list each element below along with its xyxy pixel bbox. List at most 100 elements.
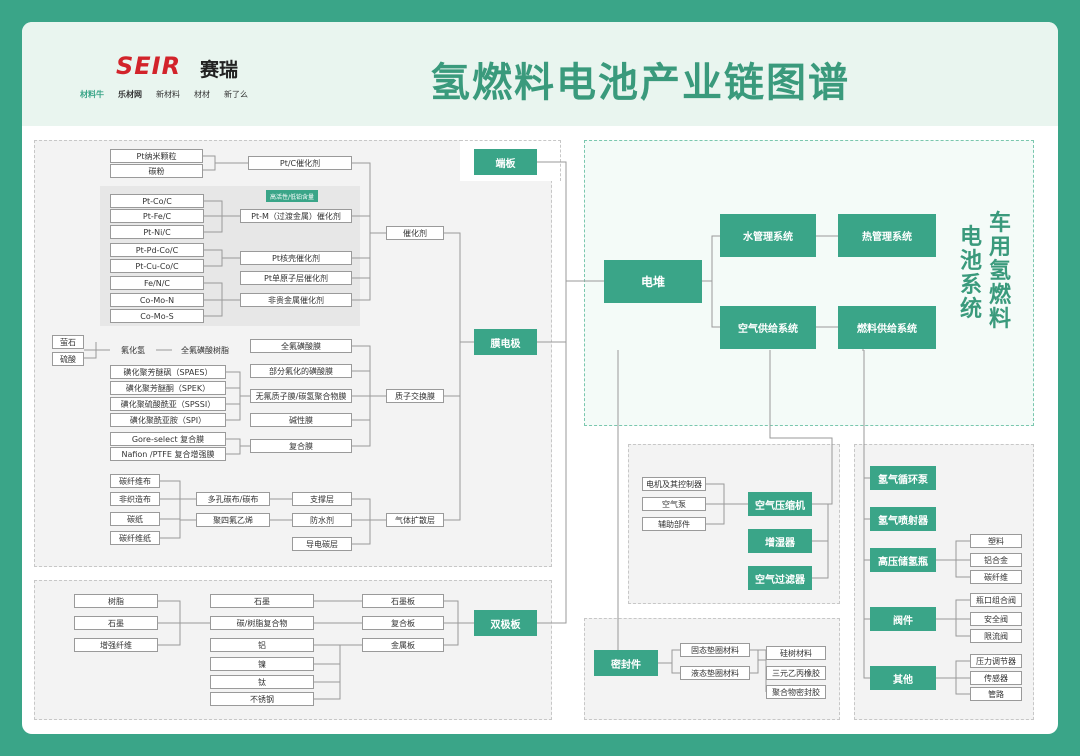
other-part: 传感器 <box>970 671 1022 685</box>
membrane-material: Nafion /PTFE 复合增强膜 <box>110 447 226 461</box>
catalyst-type: Pt核壳催化剂 <box>240 251 352 265</box>
valve-type: 瓶口组合阀 <box>970 593 1022 607</box>
membrane-material: 磺化聚芳醚砜（SPAES） <box>110 365 226 379</box>
tank-material: 碳纤维 <box>970 570 1022 584</box>
bipolar-mid: 钛 <box>210 675 314 689</box>
others: 其他 <box>870 666 936 690</box>
valve-type: 限流阀 <box>970 629 1022 643</box>
humidifier: 增湿器 <box>748 529 812 553</box>
bipolar-mid: 铝 <box>210 638 314 652</box>
page-title: 氢燃料电池产业链图谱 <box>430 60 850 106</box>
air-supply-part: 电机及其控制器 <box>642 477 706 491</box>
alloy-item: Pt-Co/C <box>110 194 204 208</box>
bipolar-mid: 镍 <box>210 657 314 671</box>
valve-type: 安全阀 <box>970 612 1022 626</box>
membrane-label: 质子交换膜 <box>386 389 444 403</box>
alloy-item: Pt-Cu-Co/C <box>110 259 204 273</box>
partner-logo: 材材 <box>194 90 210 99</box>
tank-material: 塑料 <box>970 534 1022 548</box>
alloy-item: Pt-Ni/C <box>110 225 204 239</box>
vehicle-system-title-col1: 电池系统 <box>959 225 982 322</box>
partner-logos: 材料牛 乐材网 新材料 材材 新了么 <box>78 88 250 101</box>
water-management-system: 水管理系统 <box>720 214 816 257</box>
bipolar-raw: 石墨 <box>74 616 158 630</box>
high-pressure-tank: 高压储氢瓶 <box>870 548 936 572</box>
gdl-raw: 非织造布 <box>110 492 160 506</box>
air-filter: 空气过滤器 <box>748 566 812 590</box>
brand-name: 赛瑞 <box>200 59 239 81</box>
bipolar-raw: 树脂 <box>74 594 158 608</box>
alloy-item: Fe/N/C <box>110 276 204 290</box>
membrane-material: 磺化聚硫酸酰亚（SPSSI） <box>110 397 226 411</box>
gdl-mid: 聚四氟乙烯 <box>196 513 270 527</box>
seal-type: 固态垫圈材料 <box>680 643 750 657</box>
membrane-type: 无氟质子膜/碳氢聚合物膜 <box>250 389 352 403</box>
pfsa-resin: 全氟磺酸树脂 <box>181 345 229 355</box>
catalyst-type: 非贵金属催化剂 <box>240 293 352 307</box>
bipolar-mid: 石墨 <box>210 594 314 608</box>
gdl-raw: 碳纤维布 <box>110 474 160 488</box>
gdl-raw: 碳纤维纸 <box>110 531 160 545</box>
alloy-item: Co-Mo-S <box>110 309 204 323</box>
tank-material: 铝合金 <box>970 553 1022 567</box>
membrane-material: 磺化聚酰亚胺（SPI） <box>110 413 226 427</box>
gdl-raw: 碳纸 <box>110 512 160 526</box>
raw-fluorite: 萤石 <box>52 335 84 349</box>
seal-material: 硅树材料 <box>766 646 826 660</box>
carbon-powder: 碳粉 <box>110 164 203 178</box>
gdl-layer: 导电碳层 <box>292 537 352 551</box>
gdl-label: 气体扩散层 <box>386 513 444 527</box>
raw-sulfuric-acid: 硫酸 <box>52 352 84 366</box>
catalyst-type: Pt单原子层催化剂 <box>240 271 352 285</box>
air-supply-part: 空气泵 <box>642 497 706 511</box>
membrane-material: 磺化聚芳醚酮（SPEK） <box>110 381 226 395</box>
gdl-mid: 多孔碳布/碳布 <box>196 492 270 506</box>
hydrogen-circulation-pump: 氢气循环泵 <box>870 466 936 490</box>
gdl-layer: 防水剂 <box>292 513 352 527</box>
hydrogen-injector: 氢气喷射器 <box>870 507 936 531</box>
hydrogen-fluoride: 氟化氢 <box>121 345 145 355</box>
seal: 密封件 <box>594 650 658 676</box>
air-supply-system: 空气供给系统 <box>720 306 816 349</box>
alloy-item: Pt-Pd-Co/C <box>110 243 204 257</box>
fuel-cell-stack: 电堆 <box>604 260 702 303</box>
catalyst-label: 催化剂 <box>386 226 444 240</box>
mea: 膜电极 <box>474 329 537 355</box>
endplate: 端板 <box>474 149 537 175</box>
header-band <box>22 22 1058 126</box>
catalyst-type: Pt-M（过渡金属）催化剂 <box>240 209 352 223</box>
heat-management-system: 热管理系统 <box>838 214 936 257</box>
membrane-material: Gore-select 复合膜 <box>110 432 226 446</box>
bipolar-type: 石墨板 <box>362 594 444 608</box>
seir-logo: SEIR <box>116 52 182 80</box>
bipolar-plate: 双极板 <box>474 610 537 636</box>
alloy-item: Co-Mo-N <box>110 293 204 307</box>
high-activity-tag: 高活性/低铂含量 <box>266 190 319 202</box>
alloy-item: Pt-Fe/C <box>110 209 204 223</box>
partner-logo: 新材料 <box>156 90 180 99</box>
seal-material: 聚合物密封胶 <box>766 685 826 699</box>
air-compressor: 空气压缩机 <box>748 492 812 516</box>
other-part: 压力调节器 <box>970 654 1022 668</box>
gdl-layer: 支撑层 <box>292 492 352 506</box>
bipolar-mid: 不锈钢 <box>210 692 314 706</box>
partner-logo: 新了么 <box>224 90 248 99</box>
partner-logo: 材料牛 <box>80 90 104 99</box>
bipolar-type: 复合板 <box>362 616 444 630</box>
seal-type: 液态垫圈材料 <box>680 666 750 680</box>
membrane-type: 全氟磺酸膜 <box>250 339 352 353</box>
membrane-type: 碱性膜 <box>250 413 352 427</box>
valves: 阀件 <box>870 607 936 631</box>
air-supply-part: 辅助部件 <box>642 517 706 531</box>
pt-c-catalyst: Pt/C催化剂 <box>248 156 352 170</box>
fuel-supply-system: 燃料供给系统 <box>838 306 936 349</box>
vehicle-system-title-col2: 车用氢燃料 <box>988 211 1011 332</box>
other-part: 管路 <box>970 687 1022 701</box>
bipolar-type: 金属板 <box>362 638 444 652</box>
partner-logo: 乐材网 <box>118 90 142 99</box>
membrane-type: 部分氟化的磺酸膜 <box>250 364 352 378</box>
bipolar-mid: 碳/树脂复合物 <box>210 616 314 630</box>
bipolar-raw: 增强纤维 <box>74 638 158 652</box>
membrane-type: 复合膜 <box>250 439 352 453</box>
seal-material: 三元乙丙橡胶 <box>766 666 826 680</box>
